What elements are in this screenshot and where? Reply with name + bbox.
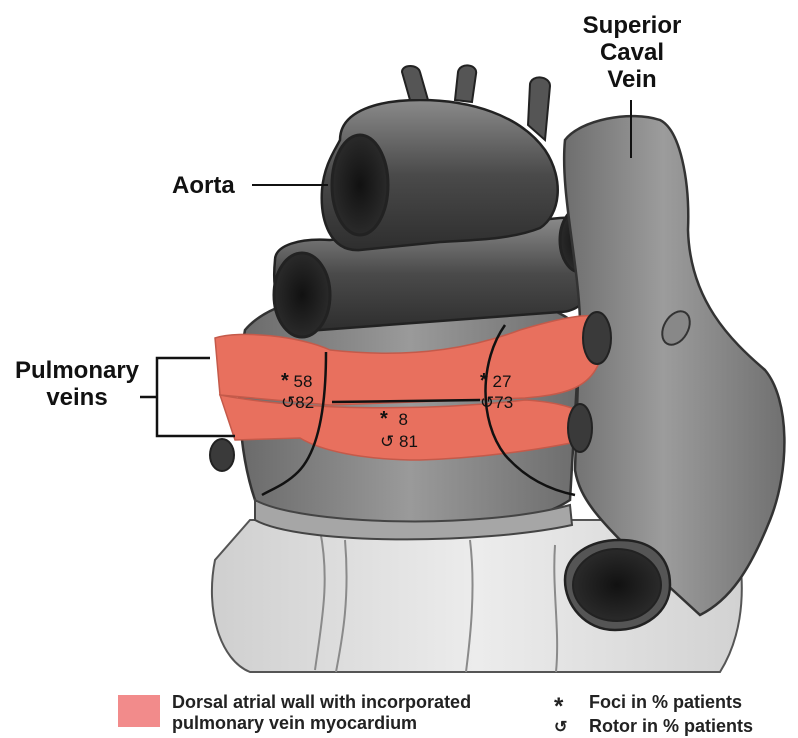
superior-caval-vein-label: Superior Caval Vein bbox=[572, 12, 692, 93]
pulmonary-artery-opening bbox=[274, 253, 330, 337]
left-pv-rotor: ↺82 bbox=[281, 393, 314, 413]
rotor-icon: ↺ bbox=[480, 393, 494, 412]
legend-swatch bbox=[118, 695, 160, 727]
posterior-wall-foci: * 8 bbox=[380, 408, 408, 431]
aortic-branch bbox=[402, 66, 428, 100]
pv-label-line2: veins bbox=[12, 384, 142, 411]
svc-label-line1: Superior bbox=[572, 12, 692, 39]
rotor-icon: ↺ bbox=[380, 432, 394, 451]
right-inferior-pv-end bbox=[568, 404, 592, 452]
aortic-branch bbox=[455, 65, 476, 102]
legend-foci: * Foci in % patients bbox=[554, 692, 742, 717]
legend-wall-label: Dorsal atrial wall with incorporated pul… bbox=[172, 692, 471, 734]
aortic-branch bbox=[528, 77, 550, 140]
right-pv-rotor: ↺73 bbox=[480, 393, 513, 413]
svc-label-line2: Caval bbox=[572, 39, 692, 66]
left-pv-rotor-value: 82 bbox=[295, 393, 314, 412]
foci-icon: * bbox=[480, 370, 488, 392]
right-superior-pv-end bbox=[583, 312, 611, 364]
legend-foci-label: Foci in % patients bbox=[589, 692, 742, 712]
rotor-icon: ↺ bbox=[281, 393, 295, 412]
legend-wall-line2: pulmonary vein myocardium bbox=[172, 713, 471, 734]
foci-icon: * bbox=[281, 370, 289, 392]
right-pv-foci-value: 27 bbox=[493, 372, 512, 391]
pulmonary-veins-label: Pulmonary veins bbox=[12, 357, 142, 411]
aorta-opening bbox=[332, 135, 388, 235]
posterior-wall-foci-value: 8 bbox=[399, 410, 408, 429]
right-pv-rotor-value: 73 bbox=[494, 393, 513, 412]
right-pv-foci: * 27 bbox=[480, 370, 511, 393]
legend-rotor: ↺ Rotor in % patients bbox=[554, 716, 753, 738]
svc-label-line3: Vein bbox=[572, 66, 692, 93]
aorta-label: Aorta bbox=[172, 172, 235, 199]
inferior-caval-opening bbox=[573, 549, 661, 621]
legend-foci-icon: * bbox=[554, 696, 578, 717]
legend-rotor-icon: ↺ bbox=[554, 717, 578, 738]
foci-icon: * bbox=[380, 408, 388, 430]
left-pv-foci-value: 58 bbox=[294, 372, 313, 391]
left-inferior-pv-end bbox=[210, 439, 234, 471]
legend-rotor-label: Rotor in % patients bbox=[589, 716, 753, 736]
posterior-wall-rotor-value: 81 bbox=[399, 432, 418, 451]
legend-wall-line1: Dorsal atrial wall with incorporated bbox=[172, 692, 471, 713]
left-pv-foci: * 58 bbox=[281, 370, 312, 393]
pv-label-line1: Pulmonary bbox=[12, 357, 142, 384]
posterior-wall-rotor: ↺ 81 bbox=[380, 432, 418, 452]
